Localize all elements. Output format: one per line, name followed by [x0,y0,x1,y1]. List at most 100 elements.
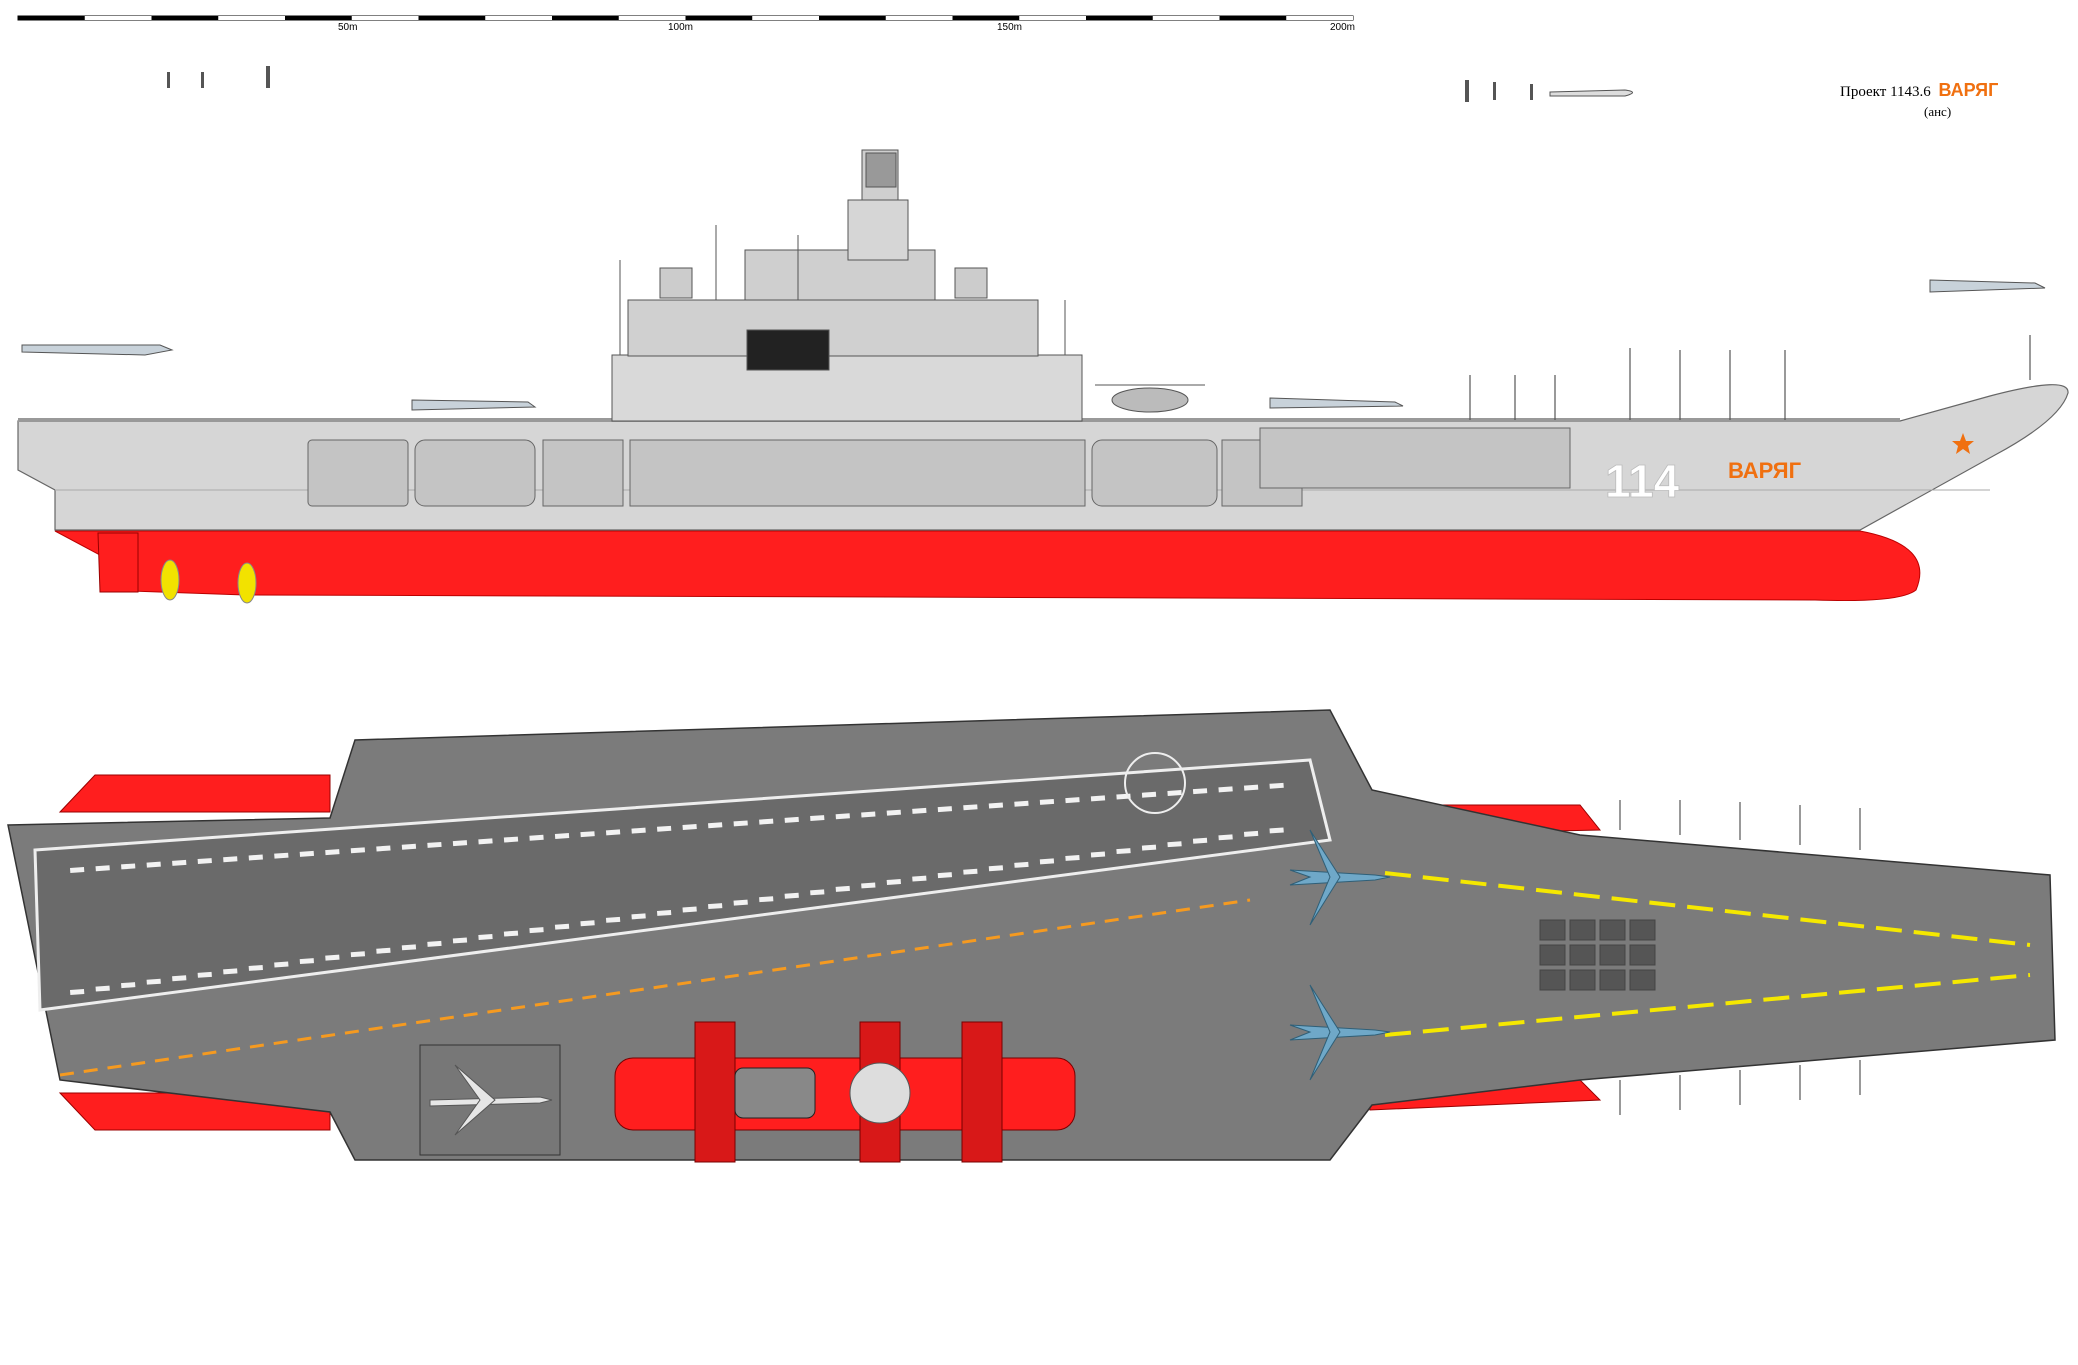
runway-dash [861,811,876,818]
runway-dash [146,861,161,868]
runway-dash [1269,782,1284,789]
hull-name-side: ВАРЯГ [1728,458,1802,483]
hull-number: 114 [1605,455,1680,507]
runway-dash [937,806,953,813]
runway-dash [223,968,238,975]
weapon-silhouettes-right [1465,80,1633,102]
runway-dash [631,827,646,834]
scale-segment [618,16,686,20]
project-number: Проект 1143.6 [1840,84,1931,100]
runway-dash [886,809,901,816]
runway-dash [529,834,544,841]
hull-openings [307,427,1571,507]
runway-dash [1269,827,1284,834]
runway-dash [376,947,391,954]
runway-dash [146,978,161,985]
runway-dash [325,849,340,856]
runway-dash [401,843,417,850]
runway-dash [70,867,85,873]
runway-dash [1167,789,1182,796]
runway-dash [1243,830,1259,837]
runway-dash [274,961,289,968]
runway-dash [810,815,825,822]
aircraft-icon [21,279,2046,411]
runway-dash [427,940,442,947]
scale-label-50: 50m [338,22,357,33]
runway-dash [197,858,212,865]
runway-dash [1039,798,1055,805]
aircraft-icon [1289,829,1391,1081]
runway-dash [529,927,544,934]
runway-dash [605,829,621,836]
helicopter-icon [1095,384,1205,413]
runway-dash [299,850,315,857]
runway-dash [912,875,927,882]
runway-dash [759,896,774,903]
runway-dash [963,868,978,875]
title-block: Проект 1143.6 ВАРЯГ (анс) [1840,80,2070,119]
hull-underwater [54,530,1921,602]
runway-dash [478,934,493,940]
runway-dash [1065,797,1080,804]
runway-dash [759,818,774,825]
runway-dash [70,989,85,995]
runway-dash [835,885,850,892]
scale-segment [1019,16,1086,20]
scale-label-200: 200m [1330,22,1355,33]
runway-dash [1014,861,1029,868]
scale-segment [1152,16,1220,20]
runway-dash [172,975,187,982]
runway-dash [656,825,672,832]
runway-dash [605,916,621,923]
scale-segment [885,16,953,20]
runway-dash [810,889,825,896]
runway-dash [1090,795,1106,802]
runway-dash [452,937,468,944]
runway-dash [1192,837,1208,844]
missile-icon [1549,89,1633,97]
island-plan [614,1021,1076,1163]
angled-runway [33,758,1332,1012]
runway-dash [1167,841,1182,848]
ship-name: ВАРЯГ [1938,80,1999,100]
runway-dash [580,831,595,838]
runway-dash [197,971,212,978]
runway-dash [1039,858,1055,865]
scale-bar: 50m 100m 150m 200m [17,15,1355,33]
runway-dash [376,845,391,852]
runway-dash [937,872,953,879]
scale-segment [218,16,285,20]
runway-dash [861,882,876,889]
helipad-marker [1124,752,1186,814]
rudder [97,532,139,593]
scale-label-150: 150m [997,22,1022,33]
runway-dash [708,822,723,829]
runway-dash [988,865,1004,872]
guide-line-yellow-2 [1384,973,2031,1037]
island-superstructure [611,149,1083,422]
deck-antennae [1619,800,1861,1115]
runway-dash [682,824,697,830]
runway-dash [350,847,366,854]
runway-dash [733,820,748,827]
guide-line-orange [59,898,1251,1077]
runway-dash [1065,854,1080,861]
runway-dash [912,807,927,814]
runway-dash [95,865,110,872]
runway-dash [886,879,901,885]
runway-dash [631,913,646,920]
runway-dash [248,854,263,861]
runway-dash [1090,851,1106,858]
runway-dash [1218,786,1233,793]
runway-dash [554,923,570,930]
runway-dash [1116,848,1131,855]
scale-segment [752,16,819,20]
runway-dash [835,813,850,820]
runway-dash [1192,788,1208,795]
scale-segment [351,16,419,20]
runway-edge-dashes [70,782,1284,995]
scale-label-100: 100m [668,22,693,33]
runway-dash [325,954,340,961]
runway-dash [1243,784,1259,791]
runway-dash [503,836,519,843]
